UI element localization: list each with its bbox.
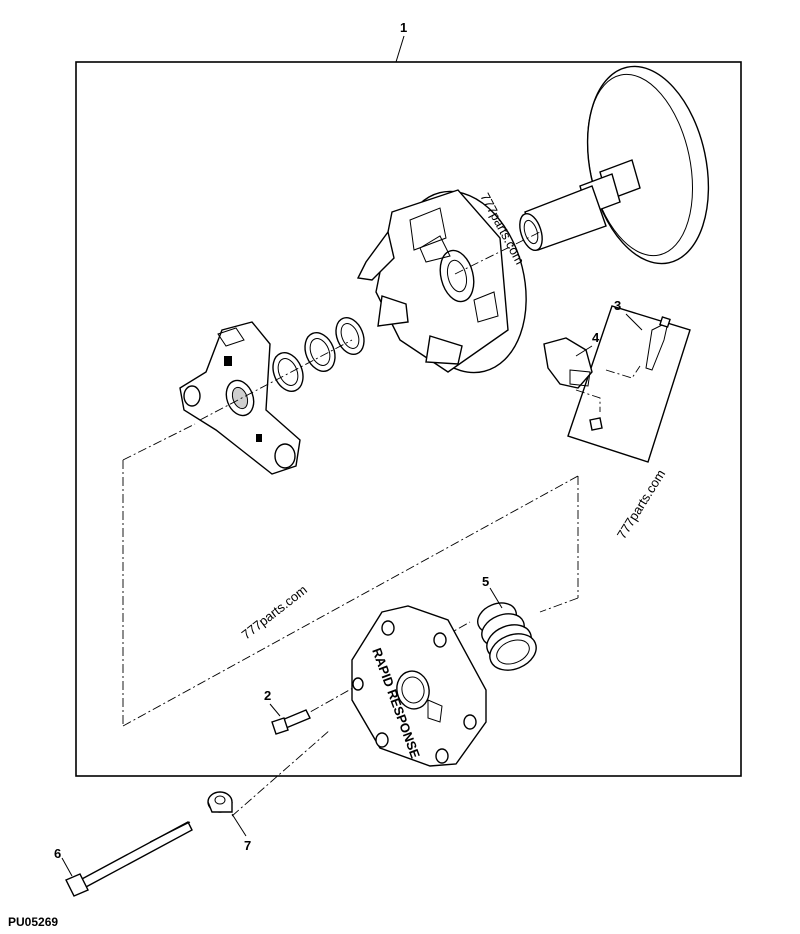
spider: [179, 321, 301, 475]
spring: [477, 602, 537, 671]
leader-line-2: [269, 703, 281, 717]
weight-kit: [543, 305, 691, 463]
callout-3: 3: [614, 298, 621, 313]
washer: [207, 791, 233, 813]
callout-5: 5: [482, 574, 489, 589]
roller-rings: [272, 317, 365, 392]
callout-1: 1: [400, 20, 407, 35]
callout-7: 7: [244, 838, 251, 853]
moveable-sheave: [356, 189, 527, 374]
leader-line-7: [231, 813, 247, 837]
leader-line-3: [625, 313, 643, 331]
watermark-text: 777parts.com: [239, 582, 310, 642]
cover-plate: [351, 605, 487, 767]
callout-4: 4: [592, 330, 600, 345]
long-bolt: [65, 821, 193, 897]
leader-line-4: [575, 345, 593, 357]
leader-line-5: [489, 587, 503, 609]
leader-line-1: [395, 35, 405, 63]
callout-6: 6: [54, 846, 61, 861]
assembly-frame: [75, 61, 742, 777]
fixed-sheave: [519, 65, 710, 265]
callout-2: 2: [264, 688, 271, 703]
watermark-text: 777parts.com: [614, 467, 668, 542]
capscrew: [271, 709, 311, 735]
figure-id: PU05269: [8, 915, 58, 929]
leader-line-6: [61, 857, 73, 877]
